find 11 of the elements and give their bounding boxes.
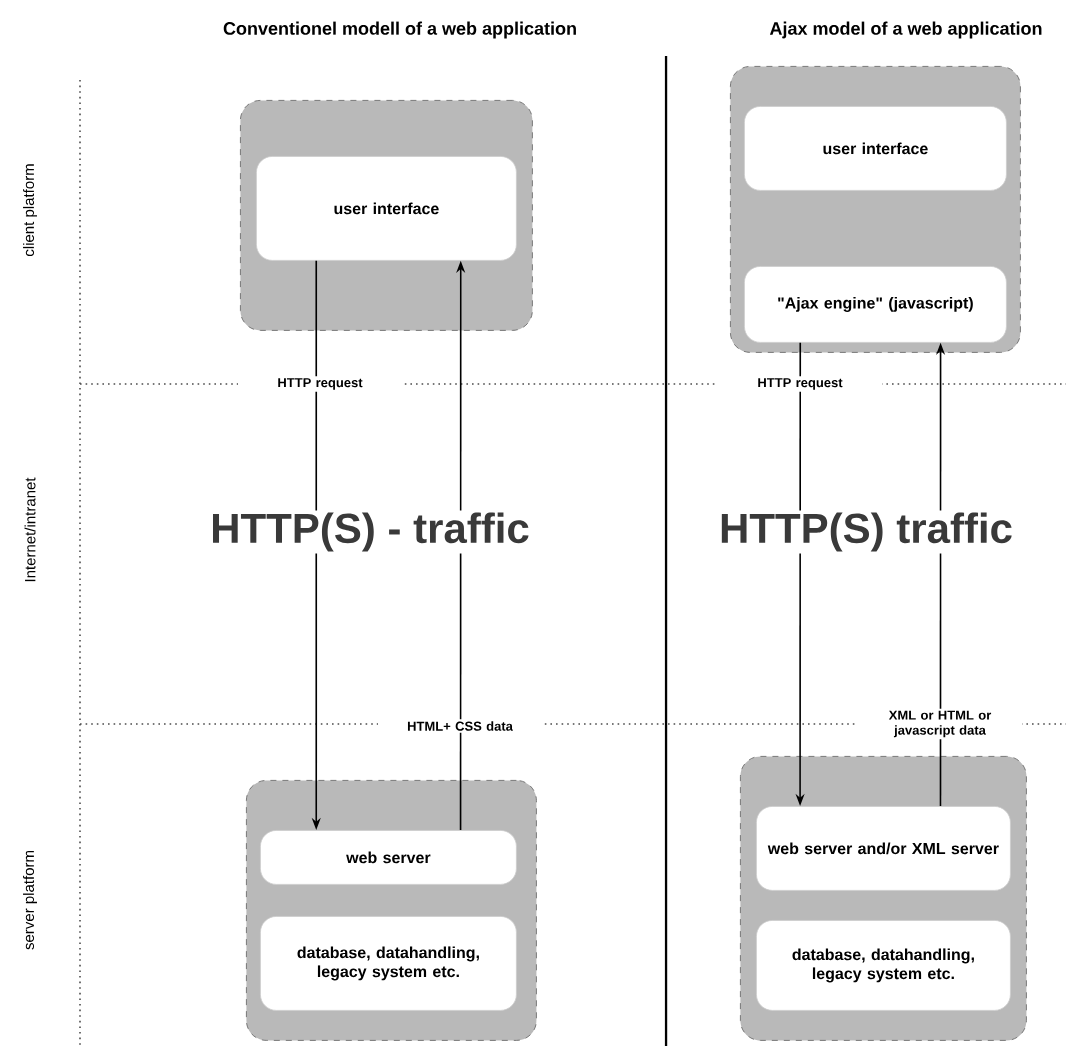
layer-box: user interface bbox=[744, 106, 1007, 191]
layer-box: database, datahandling, legacy system etc. bbox=[260, 916, 517, 1011]
layer-box: web server bbox=[260, 830, 517, 885]
layer-box: user interface bbox=[256, 156, 517, 261]
layer-box: "Ajax engine" (javascript) bbox=[744, 266, 1007, 343]
traffic-label: HTTP(S) - traffic bbox=[208, 510, 532, 554]
column-heading: Ajax model of a web application bbox=[769, 21, 1042, 39]
layer-box: database, datahandling, legacy system etc. bbox=[756, 920, 1011, 1011]
traffic-label: HTTP(S) traffic bbox=[717, 510, 1015, 554]
layer-box: web server and/or XML server bbox=[756, 806, 1011, 891]
column-heading: Conventionel modell of a web application bbox=[223, 21, 576, 39]
